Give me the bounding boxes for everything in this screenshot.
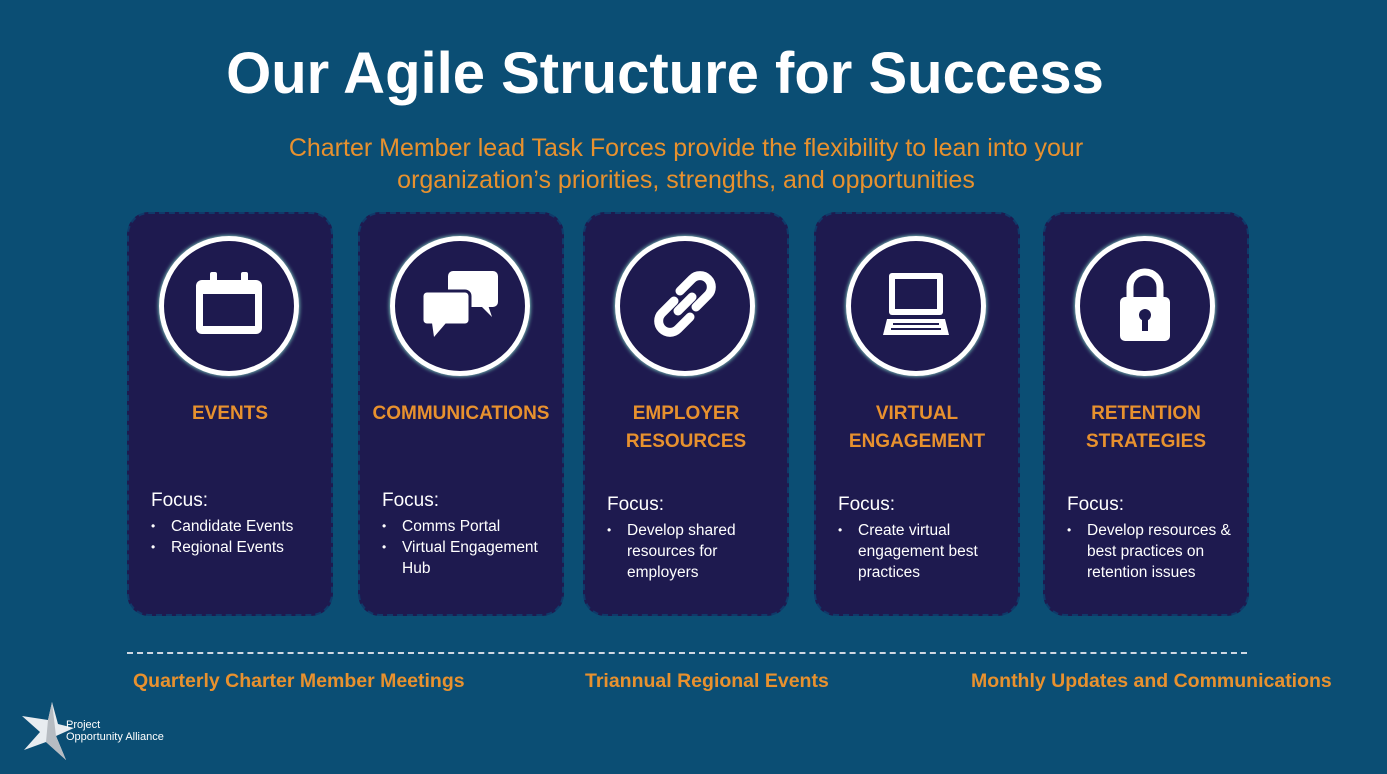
focus-item: Candidate Events (151, 516, 321, 537)
focus-label: Focus: (1067, 494, 1125, 515)
subtitle-line: Charter Member lead Task Forces provide … (288, 134, 1084, 162)
logo-text-line2: Opportunity Alliance (66, 731, 164, 743)
focus-item: Create virtual engagement best practices (838, 520, 1003, 583)
focus-section: Focus: Comms PortalVirtual Engagement Hub (382, 490, 547, 579)
slide-subtitle: Charter Member lead Task Forces provide … (0, 132, 1372, 196)
dashed-divider (127, 652, 1247, 654)
icon-circle (1075, 236, 1215, 376)
bottom-label-regional-events: Triannual Regional Events (585, 670, 829, 692)
padlock-icon (1120, 267, 1170, 346)
task-force-card-events: EVENTS Focus: Candidate EventsRegional Eve… (127, 212, 333, 616)
chat-bubbles-icon (420, 270, 498, 342)
bottom-label-monthly-updates: Monthly Updates and Communications (971, 670, 1332, 692)
icon-circle (846, 236, 986, 376)
card-title-line: EMPLOYER (632, 403, 740, 424)
focus-section: Focus: Create virtual engagement best pra… (838, 494, 1003, 583)
card-title: EMPLOYER RESOURCES (585, 400, 787, 456)
focus-label: Focus: (838, 494, 896, 515)
card-title-line: COMMUNICATIONS (372, 403, 550, 424)
card-title: EVENTS (129, 400, 331, 428)
card-title-line: ENGAGEMENT (848, 431, 986, 452)
laptop-icon (883, 271, 949, 342)
focus-section: Focus: Candidate EventsRegional Events (151, 490, 321, 558)
focus-label: Focus: (151, 490, 209, 511)
subtitle-line: organization’s priorities, strengths, an… (397, 166, 975, 194)
card-title-line: STRATEGIES (1086, 431, 1206, 452)
card-title: VIRTUAL ENGAGEMENT (816, 400, 1018, 456)
focus-item: Develop shared resources for employers (607, 520, 772, 583)
icon-circle (390, 236, 530, 376)
focus-label: Focus: (607, 494, 665, 515)
focus-section: Focus: Develop shared resources for emplo… (607, 494, 772, 583)
slide-title: Our Agile Structure for Success (226, 41, 1104, 106)
star-logo-icon (22, 702, 74, 760)
focus-label: Focus: (382, 490, 440, 511)
card-title: RETENTION STRATEGIES (1045, 400, 1247, 456)
task-force-card-virtual-engagement: VIRTUAL ENGAGEMENT Focus: Create virtual en… (814, 212, 1020, 616)
card-title: COMMUNICATIONS (360, 400, 562, 428)
focus-item: Regional Events (151, 537, 321, 558)
logo-text-line1: Project (66, 719, 101, 731)
icon-circle (159, 236, 299, 376)
bottom-label-meetings: Quarterly Charter Member Meetings (133, 670, 465, 692)
task-force-card-retention-strategies: RETENTION STRATEGIES Focus: Develop resourc… (1043, 212, 1249, 616)
focus-item: Develop resources & best practices on re… (1067, 520, 1232, 583)
task-force-card-communications: COMMUNICATIONS Focus: Comms PortalVirtual … (358, 212, 564, 616)
task-force-card-employer-resources: EMPLOYER RESOURCES Focus: Develop shared re… (583, 212, 789, 616)
focus-item: Comms Portal (382, 516, 547, 537)
icon-circle (615, 236, 755, 376)
calendar-icon (194, 271, 264, 341)
card-title-line: RESOURCES (625, 431, 747, 452)
card-title-line: EVENTS (191, 403, 269, 424)
link-icon (650, 269, 720, 344)
logo: Project Opportunity Alliance (22, 702, 164, 760)
focus-section: Focus: Develop resources & best practices… (1067, 494, 1232, 583)
card-title-line: VIRTUAL (875, 403, 959, 424)
card-title-line: RETENTION (1091, 403, 1201, 424)
focus-item: Virtual Engagement Hub (382, 537, 547, 579)
